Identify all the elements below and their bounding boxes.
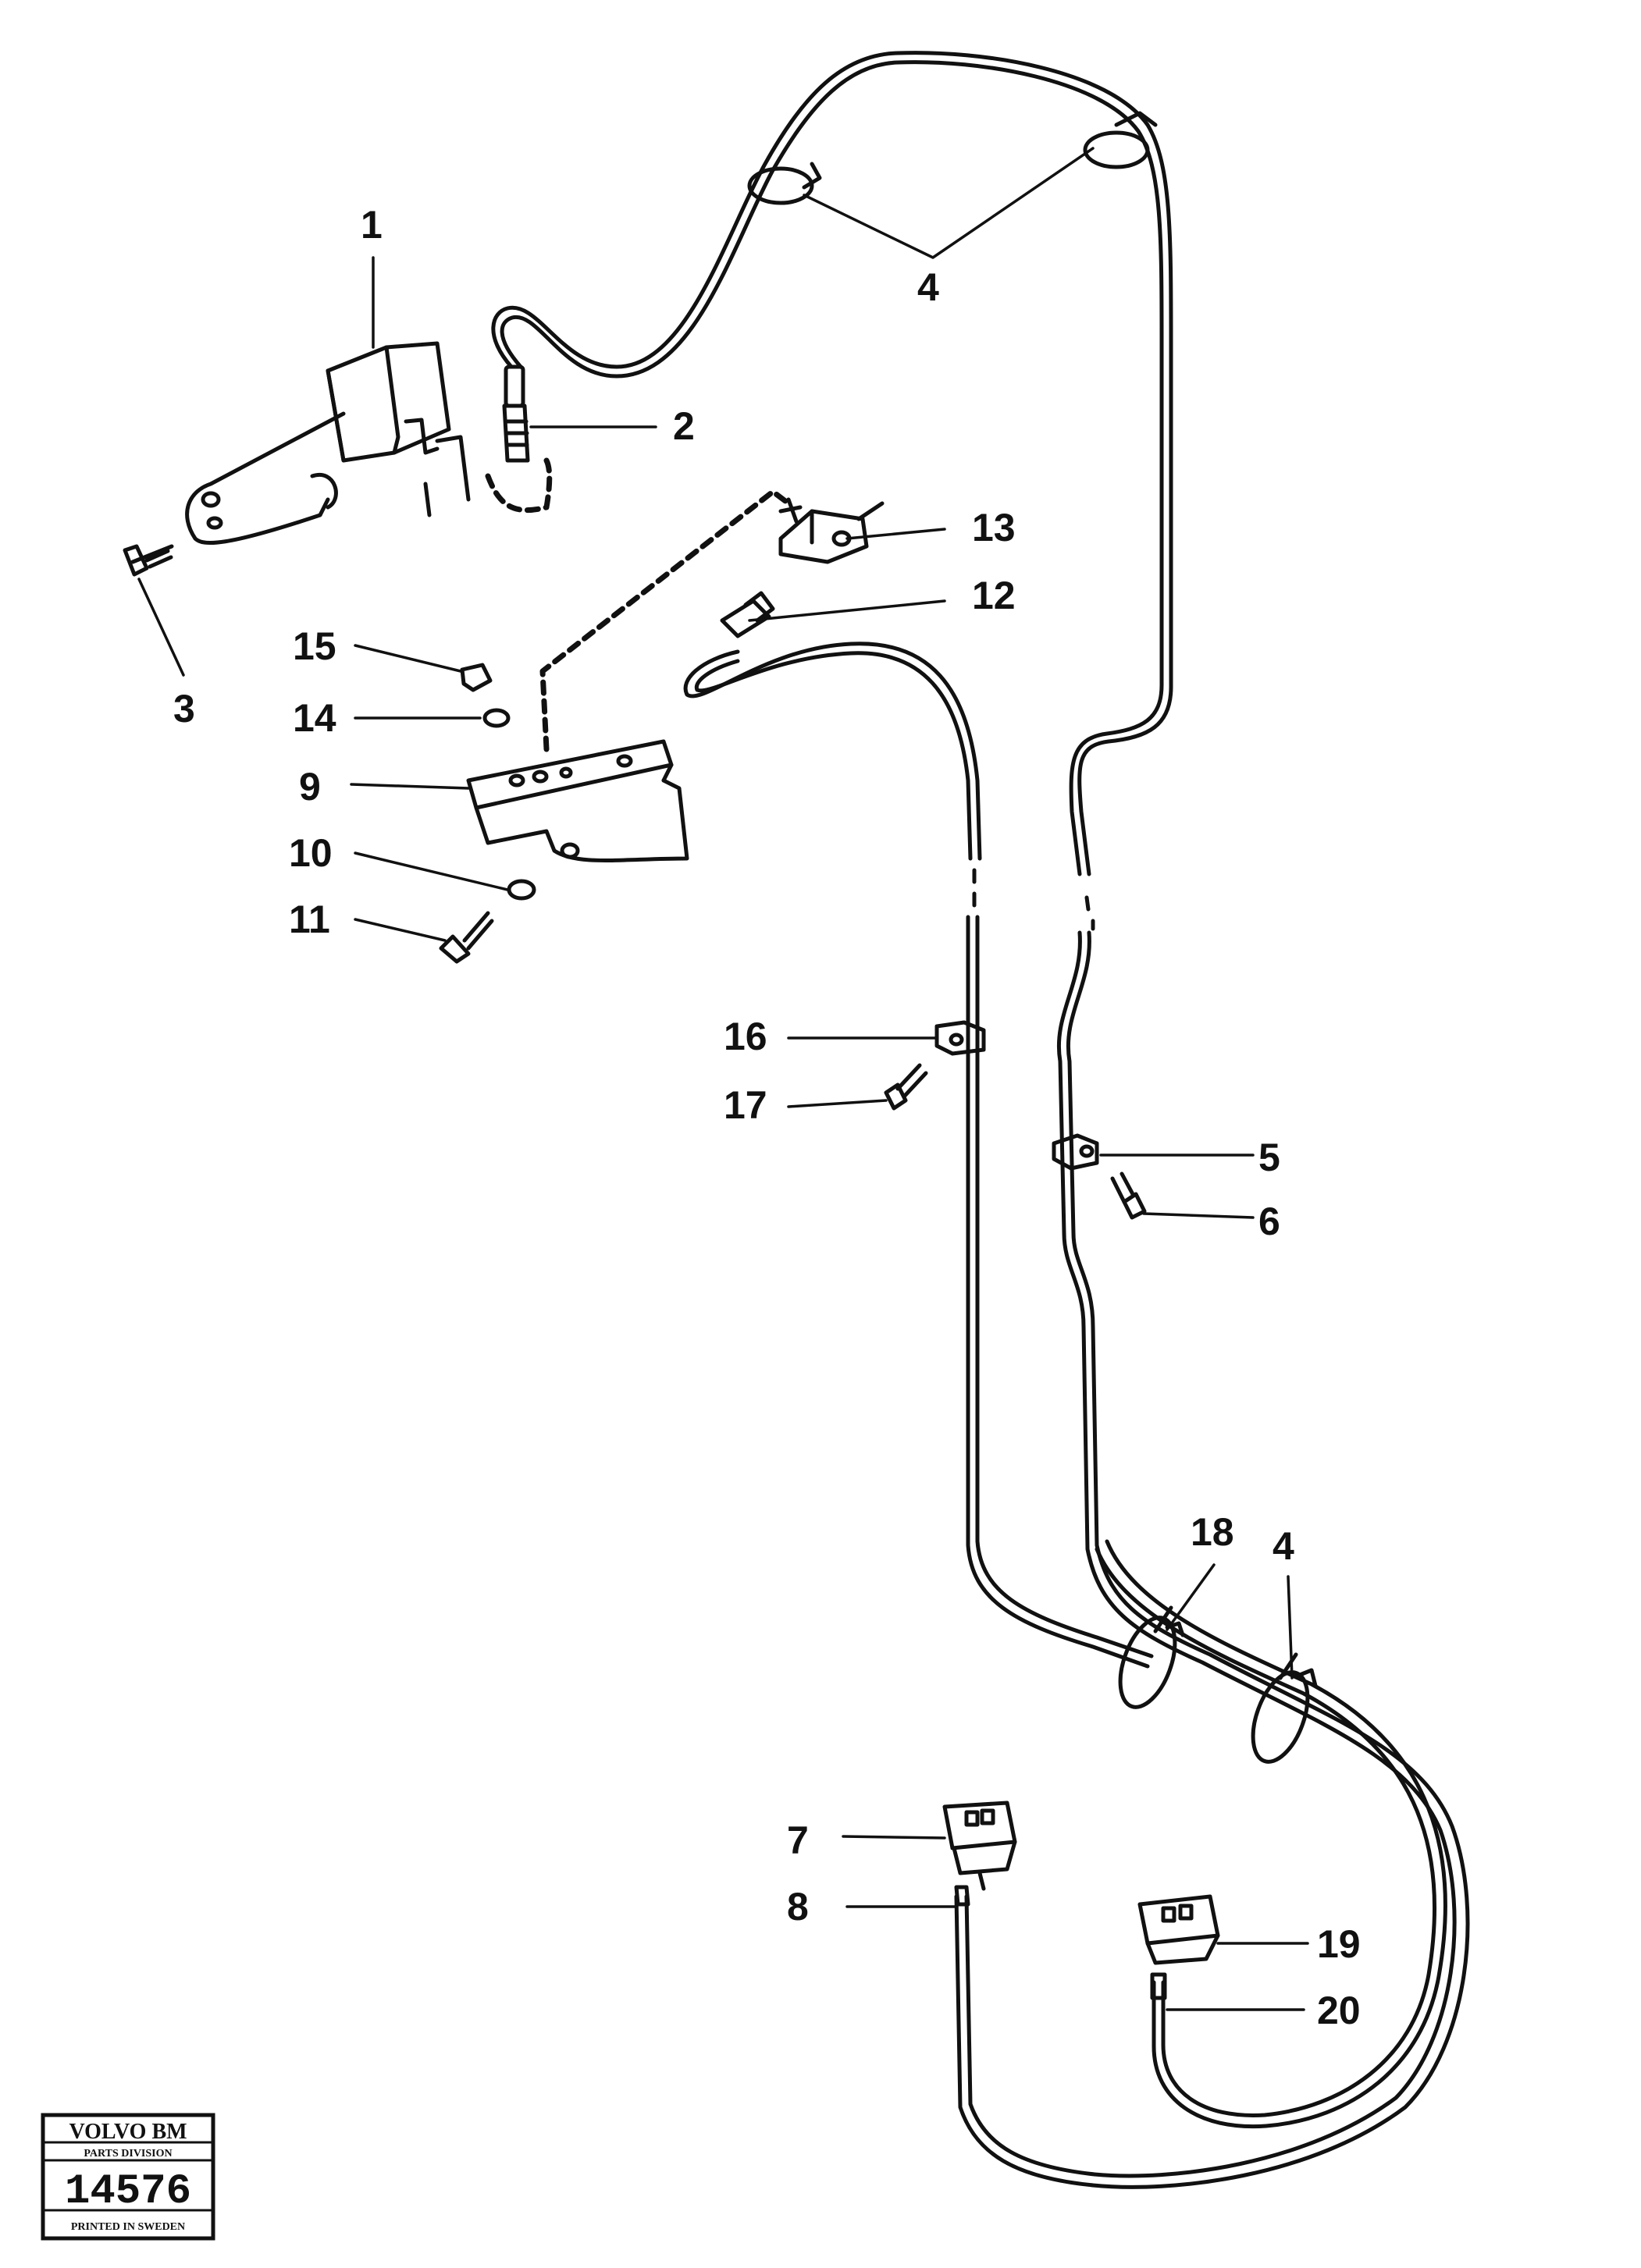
cable-tie-icon: [1251, 1652, 1318, 1764]
dashed-connections: [485, 457, 792, 752]
callout-3: 3: [173, 687, 195, 731]
callout-12: 12: [972, 574, 1016, 617]
screw-icon: [884, 1063, 928, 1111]
bolt-icon: [123, 544, 174, 577]
screw-icon: [1110, 1171, 1147, 1220]
callout-9: 9: [299, 765, 321, 809]
callout-4-lower: 4: [1273, 1524, 1294, 1568]
callout-6: 6: [1258, 1200, 1280, 1243]
callout-18: 18: [1191, 1510, 1234, 1554]
sensor-bracket: [185, 341, 471, 546]
sensor-nut-icon: [720, 591, 775, 638]
cable-tie-icon: [1118, 1605, 1185, 1709]
main-cable: [491, 51, 1470, 2189]
washer-icon: [507, 879, 536, 901]
callout-20: 20: [1317, 1989, 1361, 2032]
callout-19: 19: [1317, 1922, 1361, 1966]
cable-tie-icon: [1083, 111, 1158, 169]
terminal-icon: [954, 1885, 970, 1907]
inductive-sensor-icon: [502, 364, 530, 463]
callout-1: 1: [361, 203, 383, 247]
callout-11: 11: [289, 898, 330, 941]
washer-icon: [482, 708, 511, 728]
callout-4: 4: [917, 265, 939, 309]
terminal-icon: [1150, 1972, 1167, 2000]
callout-2: 2: [673, 404, 695, 448]
stamp-brand: VOLVO BM: [69, 2120, 187, 2144]
stamp-number: 14576: [65, 2168, 191, 2216]
callout-16: 16: [724, 1015, 767, 1058]
callout-5: 5: [1258, 1136, 1280, 1179]
callout-14: 14: [293, 696, 336, 740]
stamp-printed: PRINTED IN SWEDEN: [71, 2221, 185, 2233]
mounting-bracket: [466, 739, 689, 862]
callout-15: 15: [293, 624, 336, 668]
connector-icon: [942, 1801, 1017, 1891]
nut-icon: [460, 663, 493, 692]
callout-7: 7: [787, 1818, 809, 1862]
title-stamp: VOLVO BM PARTS DIVISION 14576 PRINTED IN…: [41, 2113, 215, 2241]
callout-8: 8: [787, 1885, 809, 1929]
sensor-plate: [778, 497, 885, 564]
callout-13: 13: [972, 506, 1016, 549]
sensor-cable: [683, 642, 1154, 1669]
callout-17: 17: [724, 1083, 767, 1127]
cable-clamp: [934, 1020, 986, 1056]
connector-icon: [1137, 1894, 1220, 1965]
bolt-icon: [439, 911, 494, 964]
stamp-division: PARTS DIVISION: [84, 2148, 172, 2160]
callout-10: 10: [289, 831, 333, 875]
leader-lines: [137, 147, 1309, 2011]
cable-tie-icon: [747, 162, 822, 205]
callout-labels: 1 2 3 4 5 6 7 8 9 10 11 12 13 14 15 16 1…: [173, 203, 1361, 2032]
cable-clamp: [1052, 1133, 1099, 1171]
